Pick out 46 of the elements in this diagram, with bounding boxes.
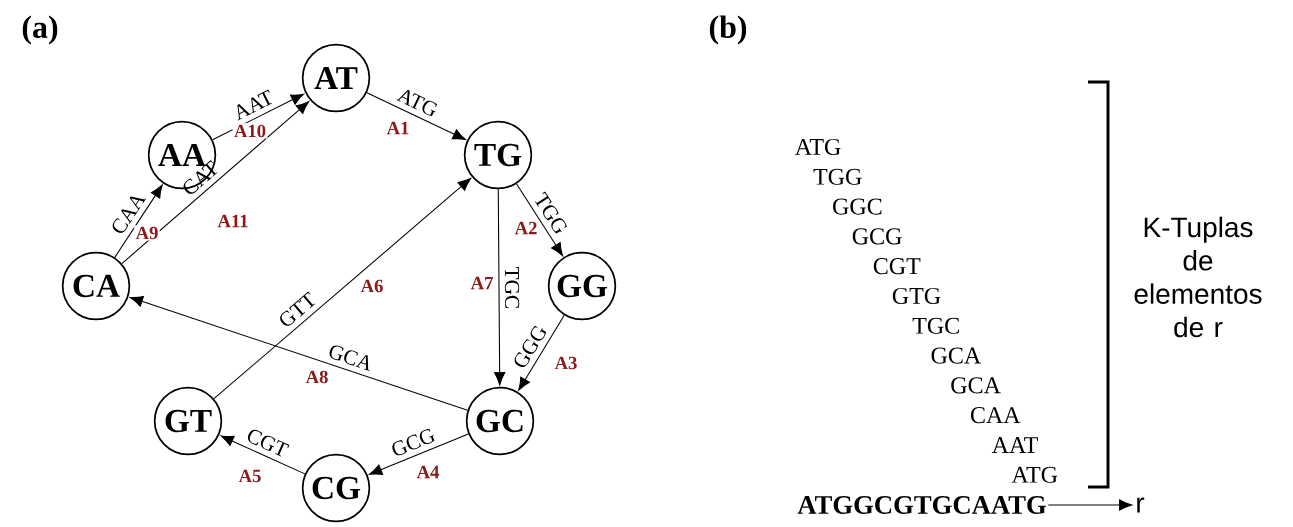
- edge-number: A10: [232, 123, 268, 139]
- k-tuple-text: TGG: [813, 168, 862, 185]
- edge-label: CGT: [247, 429, 290, 457]
- k-tuple-text: GCG: [852, 228, 902, 245]
- sequence-symbol: r: [1137, 497, 1145, 513]
- k-tuple-text: GCA: [951, 377, 1001, 394]
- arrow: [129, 296, 469, 411]
- k-tuple-text: GGC: [833, 198, 882, 215]
- arrow: [121, 101, 310, 265]
- bracket-label: K-Tuplas de elementos de r: [1134, 216, 1262, 338]
- arrow: [366, 92, 466, 140]
- k-tuple-text: CAA: [970, 407, 1021, 424]
- edge-label: GTT: [280, 291, 316, 326]
- arrow: [220, 435, 306, 475]
- k-tuple-text: ATG: [794, 138, 841, 156]
- edge-number: A7: [469, 275, 495, 291]
- k-tuple-text: CGT: [873, 258, 921, 275]
- edge-number: A11: [216, 213, 250, 229]
- edge-label: AAT: [237, 89, 272, 121]
- edge-label: TGC: [504, 266, 520, 309]
- edge-label: GCG: [392, 428, 435, 456]
- k-tuple-text: TGC: [912, 317, 959, 334]
- arrow: [515, 183, 563, 257]
- edge-label: GCA: [329, 345, 370, 372]
- edge-number: A2: [513, 220, 539, 236]
- k-tuple-text: GTG: [892, 287, 941, 305]
- edge-number: A6: [359, 278, 385, 294]
- edge-number: A1: [385, 120, 411, 136]
- arrow: [1047, 499, 1133, 511]
- arrow: [369, 433, 469, 475]
- k-tuple-text: ATG: [1011, 466, 1058, 483]
- arrow: [212, 93, 305, 141]
- arrow: [494, 188, 506, 386]
- edge-number: A5: [237, 468, 263, 484]
- edge-number: A3: [553, 355, 579, 371]
- panel-label: (a): [22, 15, 58, 45]
- arrow: [114, 184, 163, 258]
- k-tuple-text: GCA: [931, 347, 982, 364]
- arrow: [213, 178, 472, 400]
- edge-number: A8: [304, 369, 330, 385]
- edge-label: ATG: [396, 89, 438, 117]
- sequence-text: ATGGCGTGCAATG: [797, 496, 1046, 514]
- arrow: [518, 314, 565, 391]
- edge-number: A4: [415, 464, 441, 480]
- panel-label: (b): [709, 15, 747, 45]
- k-tuple-text: AAT: [991, 437, 1038, 453]
